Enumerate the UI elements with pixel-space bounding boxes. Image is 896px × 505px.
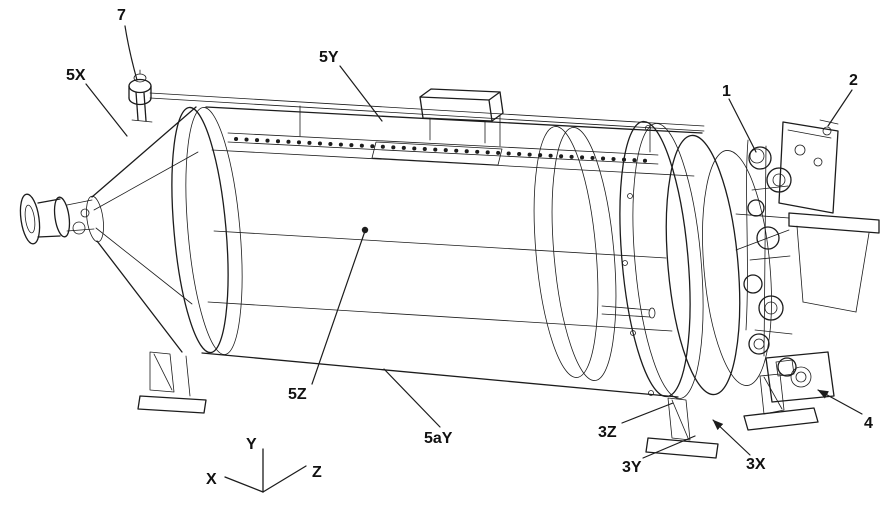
- leader-7: [124, 25, 138, 81]
- leader-5Z: [311, 230, 366, 385]
- callout-5Z: 5Z: [288, 386, 307, 403]
- top-rail: [149, 92, 705, 165]
- callout-3Z: 3Z: [598, 424, 617, 441]
- axis-x-label: X: [206, 471, 217, 488]
- leader-2: [827, 89, 853, 127]
- callout-3Y: 3Y: [622, 459, 642, 476]
- leader-5aY: [383, 368, 441, 428]
- callout-4: 4: [864, 415, 873, 432]
- callout-5X: 5X: [66, 67, 86, 84]
- left-cone-assembly: [19, 106, 199, 353]
- top-box: [371, 88, 504, 166]
- leader-5X: [85, 83, 128, 137]
- leader-3X: [712, 419, 751, 456]
- axis-y-label: Y: [246, 436, 257, 453]
- mast-fitting: [128, 69, 153, 123]
- leader-5Z-dot: [361, 226, 369, 234]
- leader-3Z: [621, 402, 674, 424]
- axis-z-label: Z: [312, 464, 322, 481]
- callout-5Y: 5Y: [319, 49, 339, 66]
- perforated-strip-holes: [234, 137, 652, 163]
- axis-z-line: [262, 465, 307, 493]
- leader-1: [728, 98, 757, 153]
- leader-lines: [85, 25, 863, 459]
- callout-labels: 7 5X 5Y 1 2 5Z 5aY 3Z 3Y 3X 4: [66, 7, 873, 476]
- callout-5aY: 5aY: [424, 430, 453, 447]
- leader-4: [817, 389, 863, 415]
- axes-triad: Y X Z: [206, 436, 322, 493]
- support-feet: [137, 351, 819, 459]
- axis-x-line: [224, 476, 264, 493]
- leader-5Y: [339, 65, 383, 122]
- callout-2: 2: [849, 72, 858, 89]
- right-machinery-cluster: [735, 119, 880, 403]
- callout-1: 1: [722, 83, 731, 100]
- callout-7: 7: [117, 7, 126, 24]
- main-cylinder: [171, 106, 703, 398]
- leader-3Y: [642, 435, 696, 459]
- right-ring-frame: [619, 120, 772, 399]
- callout-3X: 3X: [746, 456, 766, 473]
